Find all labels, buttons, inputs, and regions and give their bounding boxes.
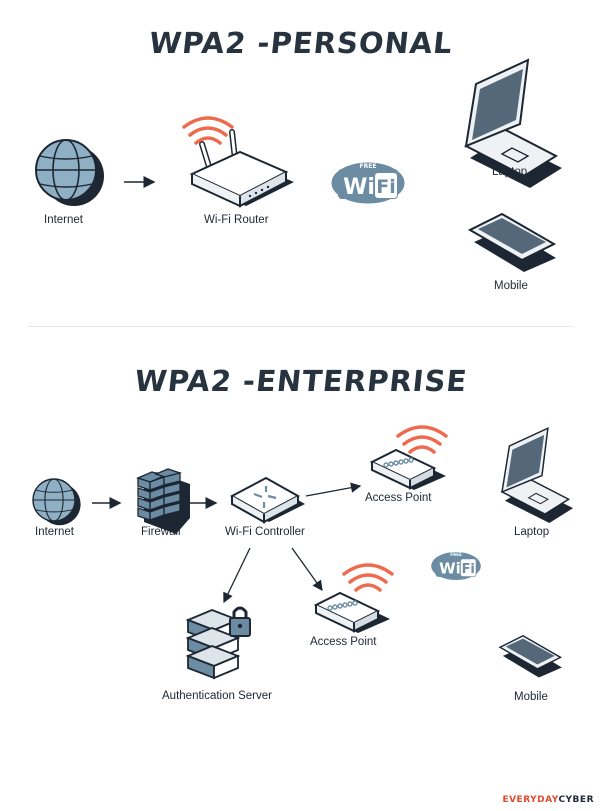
arrow-icon	[291, 547, 323, 592]
globe-icon	[35, 139, 105, 207]
label-mobile: Mobile	[514, 691, 548, 703]
label-firewall: Firewall	[141, 526, 181, 538]
label-mobile: Mobile	[494, 280, 528, 292]
label-controller: Wi-Fi Controller	[225, 526, 305, 538]
wifi-signal-icon	[342, 563, 394, 592]
label-access-point: Access Point	[365, 492, 432, 504]
label-access-point: Access Point	[310, 636, 377, 648]
phone-icon	[499, 635, 563, 679]
brand-part2: CYBER	[558, 795, 594, 805]
label-internet: Internet	[35, 526, 74, 538]
label-laptop: Laptop	[514, 526, 550, 538]
label-auth-server: Authentication Server	[162, 690, 272, 702]
firewall-icon	[136, 468, 190, 534]
wifi-badge-icon	[328, 159, 408, 207]
router-icon	[189, 129, 294, 208]
brand-logo: EVERYDAYCYBER	[502, 795, 594, 805]
controller-icon	[229, 476, 305, 524]
arrow-icon	[305, 482, 362, 497]
label-internet: Internet	[44, 214, 83, 226]
arrow-icon	[223, 547, 251, 604]
lock-icon	[229, 606, 251, 637]
laptop-icon	[501, 427, 574, 524]
phone-icon	[469, 213, 557, 273]
wifi-signal-icon	[396, 425, 448, 454]
server-icon	[185, 609, 241, 680]
wifi-badge-icon	[429, 550, 483, 582]
access-point-icon	[315, 592, 391, 634]
globe-icon	[32, 478, 82, 526]
label-router: Wi-Fi Router	[204, 214, 269, 226]
brand-part1: EVERYDAY	[502, 795, 559, 805]
section-divider	[28, 326, 574, 327]
wifi-signal-icon	[182, 116, 234, 145]
label-laptop: Laptop	[492, 166, 528, 178]
access-point-icon	[371, 449, 447, 491]
